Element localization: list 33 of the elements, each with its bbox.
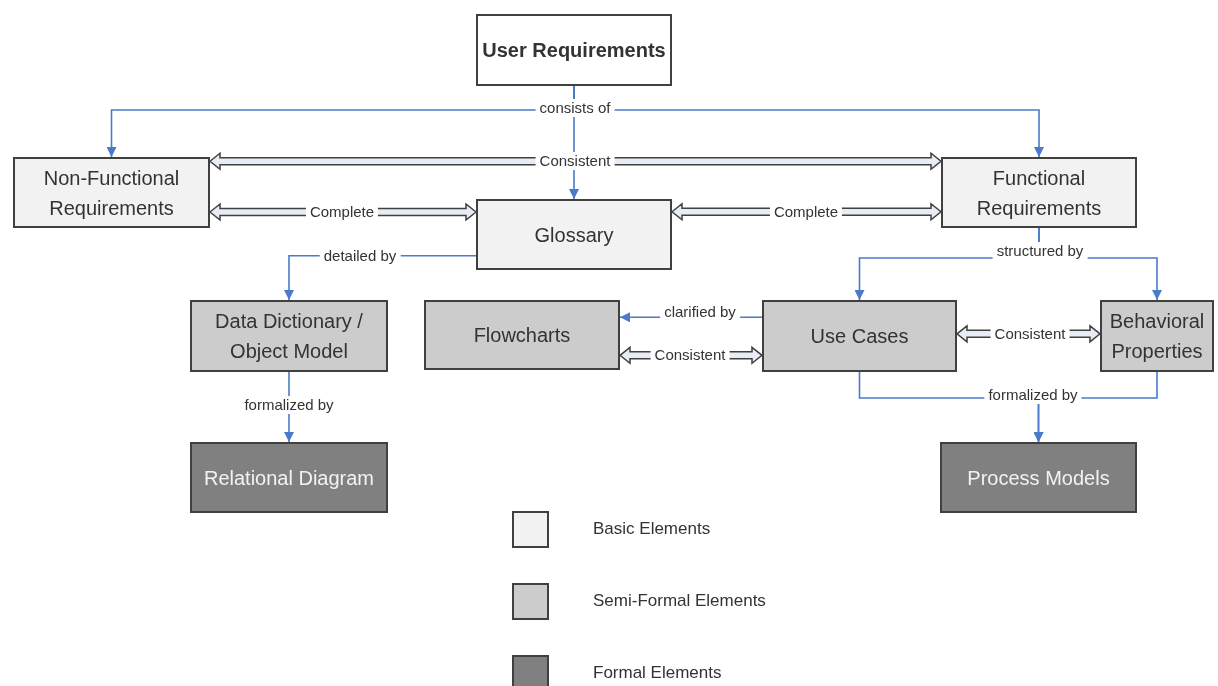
edge-label: clarified by [660,303,740,321]
box-label: User Requirements [482,38,666,63]
edge-label: Consistent [535,152,615,170]
edge-label: detailed by [319,247,401,265]
process-box [1100,300,1214,372]
legend-label: Semi-Formal Elements [593,591,766,611]
double-arrow [208,151,943,171]
edge-label: structured by [992,242,1088,260]
box-label: Relational Diagram [203,465,375,491]
process-box [941,157,1137,228]
process-box [190,300,388,372]
process-box [476,14,672,86]
arrow [573,85,1044,158]
box-label: Use Cases [810,324,909,349]
box-label: Process Models [967,465,1110,491]
edge-label: Complete [305,203,379,221]
edge-label: Complete [769,203,843,221]
box-label: Behavioral Properties [1108,309,1206,364]
process-box [424,300,620,370]
edge-label: formalized by [984,386,1082,404]
box-label: Data Dictionary / Object Model [214,309,364,364]
edge-label: consists of [535,99,615,117]
process-box [13,157,210,228]
legend-label: Formal Elements [593,663,722,683]
process-box [940,442,1137,513]
box-label: Flowcharts [473,323,571,348]
process-box [190,442,388,513]
box-label: Glossary [534,222,614,248]
process-box [762,300,957,372]
box-label: Non-Functional Requirements [42,165,181,221]
box-label: Functional Requirements [975,165,1103,221]
process-box [476,199,672,270]
legend-label: Basic Elements [593,519,711,539]
